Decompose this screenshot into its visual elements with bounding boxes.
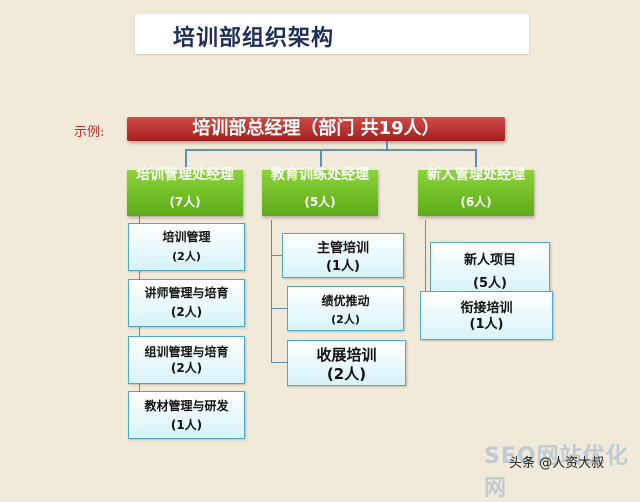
- unit-name: 培训管理: [162, 230, 211, 244]
- connector-root-down: [386, 141, 388, 150]
- unit-name: 讲师管理与培育: [144, 286, 229, 300]
- unit-new-hire-project: 新人项目 (5人): [430, 242, 550, 294]
- page-title: 培训部组织架构: [173, 26, 335, 51]
- connector-dept2-unit1: [271, 255, 283, 256]
- root-node-general-manager: 培训部总经理（部门 共19人）: [127, 117, 505, 141]
- connector-dept1: [185, 149, 187, 170]
- unit-name: 教材管理与研发: [144, 399, 229, 413]
- unit-name: 新人项目: [463, 253, 516, 268]
- unit-training-management: 培训管理 (2人): [128, 223, 245, 271]
- unit-coach-management: 组训管理与培育 (2人): [128, 336, 245, 384]
- unit-name: 组训管理与培育: [144, 345, 229, 359]
- connector-dept2-unit3: [271, 362, 287, 363]
- unit-name: 收展培训: [316, 346, 377, 364]
- unit-name: 绩优推动: [321, 294, 370, 308]
- unit-count: (5人): [473, 276, 507, 291]
- connector-dept2: [320, 149, 322, 170]
- dept-name: 培训管理处经理: [136, 167, 234, 183]
- unit-lecturer-management: 讲师管理与培育 (2人): [128, 279, 245, 327]
- dept-count: (6人): [460, 195, 492, 209]
- unit-count: (2人): [326, 365, 367, 383]
- connector-dept2-units: [271, 220, 272, 362]
- unit-count: (1人): [170, 418, 203, 432]
- unit-top-performer-drive: 绩优推动 (2人): [287, 286, 404, 331]
- title-banner: 培训部组织架构: [135, 14, 529, 54]
- connector-dept3-units: [425, 220, 426, 312]
- connector-horizontal: [185, 149, 476, 151]
- unit-name: 主管培训: [316, 241, 369, 256]
- connector-dept2-unit2: [271, 308, 287, 309]
- unit-count: (2人): [170, 305, 203, 319]
- unit-count: (2人): [331, 313, 360, 326]
- dept-count: (5人): [304, 195, 336, 209]
- dept-education-training: 教育训练处经理 (5人): [262, 167, 378, 216]
- unit-count: (2人): [170, 361, 203, 375]
- dept-new-hire-management: 新人管理处经理 (6人): [418, 167, 534, 216]
- dept-training-management: 培训管理处经理 (7人): [127, 167, 243, 216]
- unit-materials-development: 教材管理与研发 (1人): [128, 391, 245, 439]
- unit-count: (1人): [326, 259, 360, 274]
- unit-transition-training: 衔接培训 (1人): [420, 291, 553, 340]
- dept-name: 教育训练处经理: [271, 167, 369, 183]
- source-credit: 头条 @人资大叔: [509, 456, 605, 471]
- example-label: 示例:: [74, 125, 105, 140]
- dept-count: (7人): [169, 195, 201, 209]
- dept-name: 新人管理处经理: [427, 167, 525, 183]
- unit-name: 衔接培训: [460, 301, 513, 316]
- unit-supervisor-training: 主管培训 (1人): [282, 233, 404, 278]
- unit-expansion-training: 收展培训 (2人): [287, 340, 406, 386]
- connector-dept3: [475, 149, 477, 170]
- unit-count: (1人): [469, 317, 504, 332]
- unit-count: (2人): [172, 250, 201, 263]
